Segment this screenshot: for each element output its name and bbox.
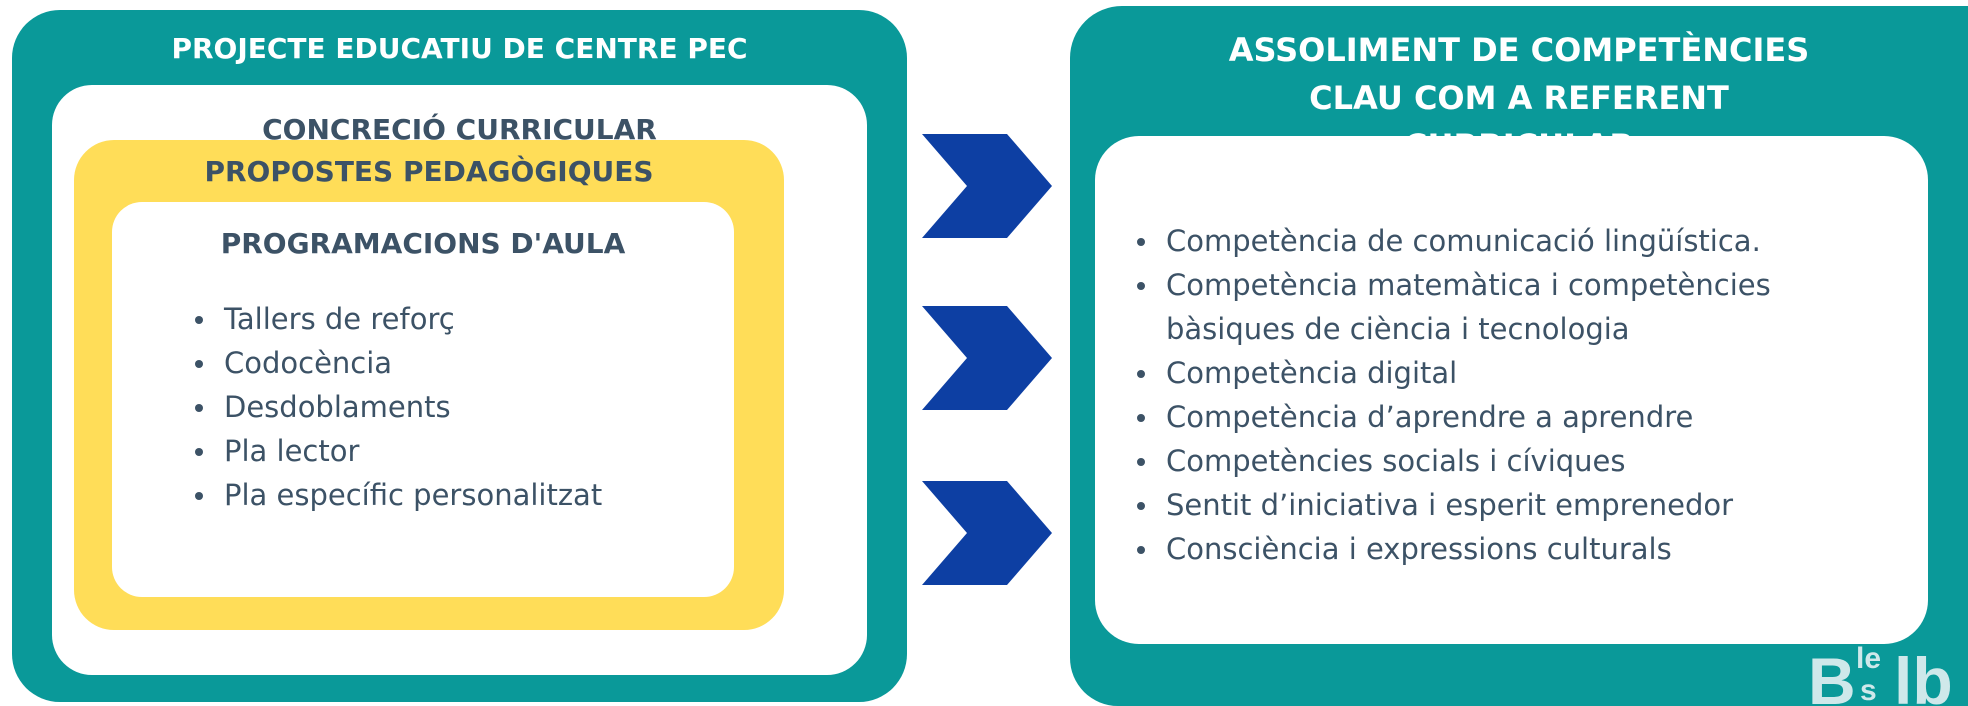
list-item: Competència digital xyxy=(1132,351,1872,395)
list-item: Pla específic personalitzat xyxy=(190,473,602,517)
chevron-right-icon xyxy=(922,481,1052,585)
list-item: Pla lector xyxy=(190,429,602,473)
list-item: Codocència xyxy=(190,341,602,385)
svg-text:lb: lb xyxy=(1894,644,1953,705)
programacions-aula-title: PROGRAMACIONS D'AULA xyxy=(220,227,626,260)
aula-items-list: Tallers de reforç Codocència Desdoblamen… xyxy=(190,297,602,517)
programacions-aula-box: PROGRAMACIONS D'AULA xyxy=(112,202,734,597)
list-item: Competències socials i cíviques xyxy=(1132,439,1872,483)
list-item: Sentit d’iniciativa i esperit emprenedor xyxy=(1132,483,1872,527)
list-item: Desdoblaments xyxy=(190,385,602,429)
list-item: Consciència i expressions culturals xyxy=(1132,527,1872,571)
svg-text:B: B xyxy=(1808,644,1856,705)
competencies-list: Competència de comunicació lingüística. … xyxy=(1132,219,1872,571)
competencies-box xyxy=(1095,136,1928,644)
svg-text:le: le xyxy=(1856,642,1881,675)
list-item: Tallers de reforç xyxy=(190,297,602,341)
list-item: Competència d’aprendre a aprendre xyxy=(1132,395,1872,439)
list-item: Competència de comunicació lingüística. xyxy=(1132,219,1872,263)
chevron-right-icon xyxy=(922,134,1052,238)
pec-title: PROJECTE EDUCATIU DE CENTRE PEC xyxy=(171,32,748,65)
list-item: Competència matemàtica i competències bà… xyxy=(1132,263,1872,351)
svg-text:s: s xyxy=(1860,674,1877,705)
propostes-pedagogiques-title: PROPOSTES PEDAGÒGIQUES xyxy=(204,155,654,188)
logo: B le s lb xyxy=(1808,642,1953,705)
chevron-right-icon xyxy=(922,306,1052,410)
